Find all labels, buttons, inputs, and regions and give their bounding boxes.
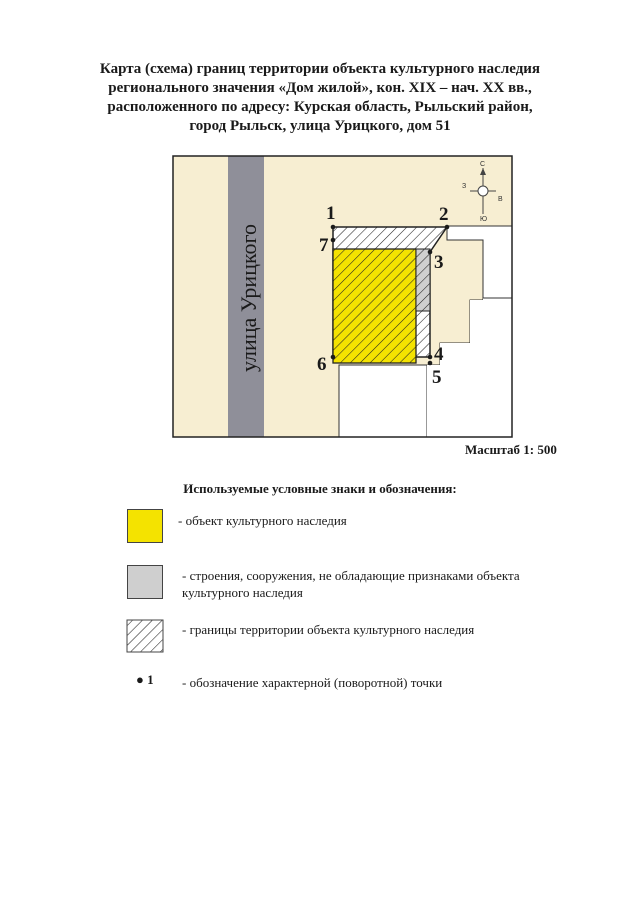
neighbor-plot-south bbox=[338, 364, 428, 437]
legend-text-heritage: - объект культурного наследия bbox=[178, 513, 347, 528]
compass-west: З bbox=[462, 183, 466, 190]
legend-title: Используемые условные знаки и обозначени… bbox=[183, 481, 457, 496]
compass-east: В bbox=[498, 196, 503, 203]
point-7-marker bbox=[330, 237, 336, 243]
title-line-4: город Рыльск, улица Урицкого, дом 51 bbox=[189, 118, 451, 134]
map-frame bbox=[172, 155, 513, 438]
legend-swatch-heritage bbox=[127, 509, 163, 543]
title-line-3: расположенного по адресу: Курская област… bbox=[107, 99, 533, 115]
point-5-label: 5 bbox=[432, 367, 442, 388]
legend-text-boundary: - границы территории объекта культурного… bbox=[182, 622, 475, 637]
point-3-marker bbox=[427, 249, 433, 255]
point-2-marker bbox=[444, 224, 450, 230]
map-scale: Масштаб 1: 500 bbox=[465, 442, 557, 457]
legend-swatch-structure bbox=[127, 565, 163, 599]
map-area bbox=[173, 156, 512, 437]
point-1-marker bbox=[330, 224, 336, 230]
legend-text-point: - обозначение характерной (поворотной) т… bbox=[182, 675, 443, 690]
compass-south: Ю bbox=[480, 216, 487, 223]
street-urickogo bbox=[228, 156, 264, 437]
street-label: улица Урицкого bbox=[236, 224, 261, 372]
point-6-label: 6 bbox=[317, 354, 327, 375]
title-line-2: регионального значения «Дом жилой», кон.… bbox=[108, 80, 532, 96]
compass-north: С bbox=[480, 161, 485, 168]
point-3-label: 3 bbox=[434, 252, 444, 273]
point-4-label: 4 bbox=[434, 344, 444, 365]
point-1-label: 1 bbox=[326, 203, 336, 224]
point-4-marker bbox=[427, 354, 433, 360]
title-line-1: Карта (схема) границ территории объекта … bbox=[99, 61, 541, 77]
compass-icon: С Ю В З bbox=[462, 161, 503, 223]
heritage-building-hatch bbox=[332, 248, 417, 364]
map-title: Карта (схема) границ территории объекта … bbox=[60, 60, 580, 136]
point-7-label: 7 bbox=[319, 235, 329, 256]
point-5-marker bbox=[427, 360, 433, 366]
legend-text-structure-2: культурного наследия bbox=[182, 585, 303, 600]
points-group: 1 2 3 4 5 6 7 bbox=[317, 203, 450, 388]
neighbor-plot-northeast bbox=[446, 225, 512, 299]
legend-swatch-boundary bbox=[126, 619, 164, 653]
non-heritage-structure-hatch bbox=[415, 248, 431, 312]
point-6-marker bbox=[330, 354, 336, 360]
legend-point-symbol: ● 1 bbox=[136, 672, 154, 687]
point-2-label: 2 bbox=[439, 204, 449, 225]
neighbor-plot-east bbox=[427, 298, 512, 437]
legend-text-structure-1: - строения, сооружения, не обладающие пр… bbox=[182, 568, 520, 583]
